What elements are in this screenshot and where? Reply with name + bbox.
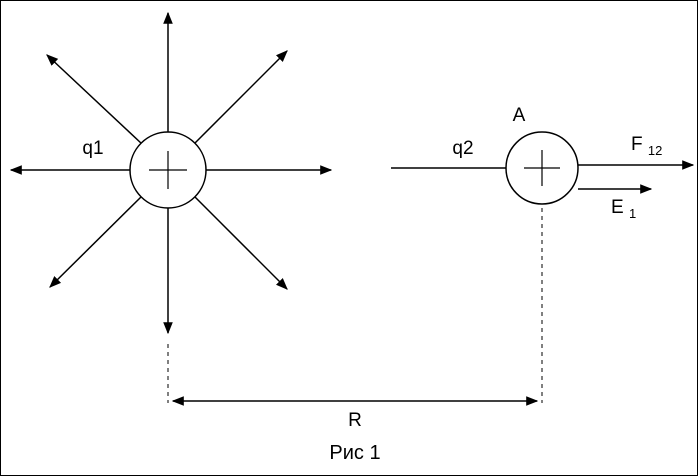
field-e1-label: E 1 bbox=[611, 197, 636, 221]
field-e1-label-main: E bbox=[611, 197, 624, 218]
distance-r-label: R bbox=[348, 410, 362, 431]
field-arrow-up-left-icon bbox=[46, 54, 143, 145]
charge-q1-label: q1 bbox=[82, 138, 103, 159]
charge-q2-label: q2 bbox=[452, 138, 473, 159]
force-f12-label: F 12 bbox=[631, 134, 662, 158]
charge-q1-group: q1 bbox=[9, 11, 333, 335]
field-arrow-down-right-icon bbox=[193, 195, 288, 290]
field-arrow-down-left-icon bbox=[49, 195, 143, 288]
field-arrow-up-right-icon bbox=[193, 50, 288, 145]
charge-q2-group: A q2 F 12 E 1 bbox=[391, 105, 695, 221]
figure-caption: Рис 1 bbox=[329, 442, 380, 464]
force-f12-label-subscript: 12 bbox=[648, 143, 662, 158]
point-a-label: A bbox=[513, 105, 526, 126]
distance-dimension-group: R bbox=[167, 208, 543, 431]
field-e1-label-subscript: 1 bbox=[629, 206, 636, 221]
force-f12-label-main: F bbox=[631, 134, 643, 155]
